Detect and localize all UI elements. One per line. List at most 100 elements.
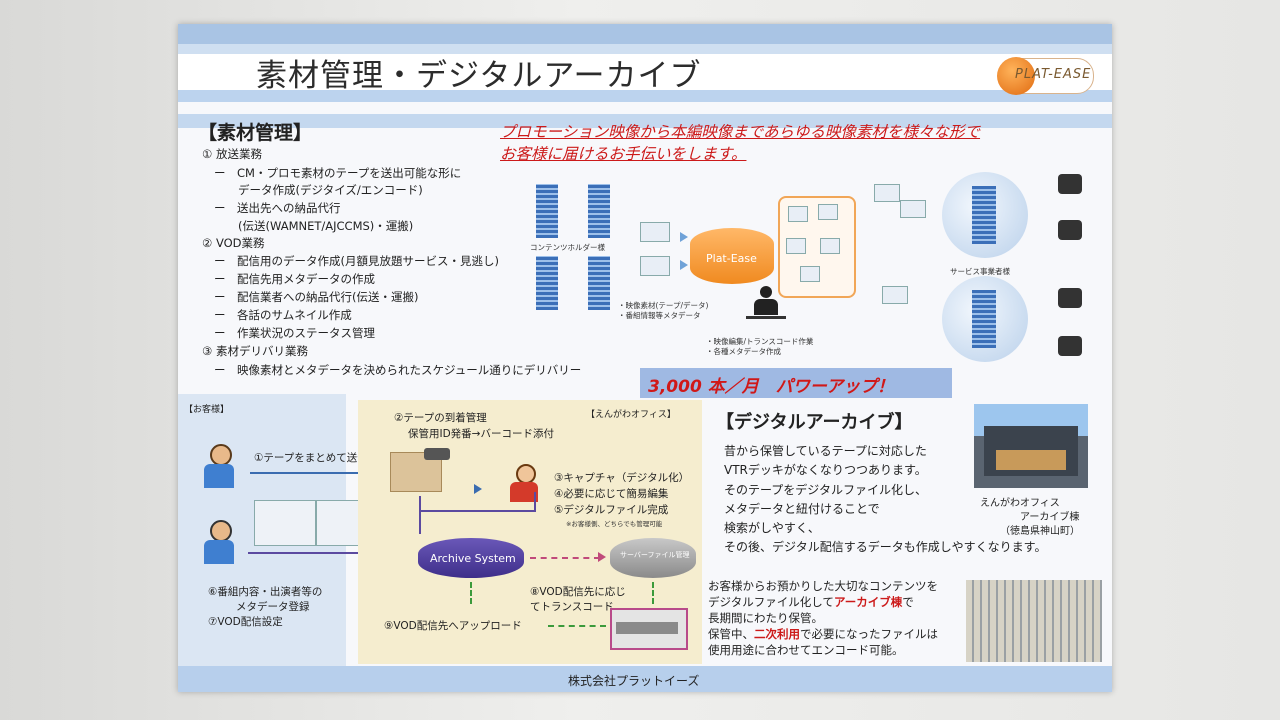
material-line: ー 配信業者への納品代行(伝送・運搬) — [214, 290, 419, 304]
viewer-icon — [1058, 174, 1082, 194]
step-3: ③キャプチャ（デジタル化） — [554, 472, 690, 484]
dashed-arrow — [530, 557, 600, 559]
arrow-right-icon — [474, 484, 482, 494]
step-5-note: ※お客様側、どちらでも管理可能 — [566, 520, 663, 528]
step-5: ⑤デジタルファイル完成 — [554, 504, 669, 516]
step-1: ①テープをまとめて送付 — [254, 452, 368, 464]
viewer-icon — [1058, 288, 1082, 308]
dashed-arrow-down — [470, 582, 472, 604]
flow-note: ・各種メタデータ作成 — [706, 347, 781, 356]
flow-arrow — [250, 472, 380, 474]
step-8b: てトランスコード — [530, 601, 614, 613]
step-2b: 保管用ID発番→バーコード添付 — [408, 428, 554, 440]
step-2: ②テープの到着管理 — [394, 412, 487, 424]
poster-board: 素材管理・デジタルアーカイブ PLAT-EASE 【素材管理】 ① 放送業務 ー… — [178, 24, 1112, 692]
material-line: ー 配信先用メタデータの作成 — [214, 272, 375, 286]
dashed-arrow-left — [548, 625, 606, 627]
archive-line: 検索がしやすく、 — [724, 521, 820, 535]
building-icon — [588, 256, 610, 310]
flow-note: ・番組情報等メタデータ — [618, 311, 701, 320]
tape-icon — [640, 222, 670, 242]
staff-person-icon — [508, 464, 542, 504]
flow-note: ・映像編集/トランスコード作業 — [706, 337, 814, 346]
flow-line — [534, 492, 536, 512]
service-label: サービス事業者様 — [950, 267, 1010, 276]
material-line: データ作成(デジタイズ/エンコード) — [238, 183, 423, 197]
arrow-right-icon — [680, 232, 688, 242]
office-label: 【えんがわオフィス】 — [586, 410, 676, 420]
dashed-arrow-down — [652, 582, 654, 604]
hub-label: Plat-Ease — [706, 252, 757, 265]
archive-system-icon — [418, 538, 524, 578]
archive-body: 長期間にわたり保管。 — [708, 611, 823, 625]
material-line: ー 映像素材とメタデータを決められたスケジュール通りにデリバリー — [214, 363, 582, 377]
archive-building-highlight: アーカイブ棟 — [833, 595, 903, 609]
slogan-banner: 3,000 本／月 パワーアップ！ — [640, 368, 952, 398]
service-sphere — [942, 172, 1028, 258]
building-icon — [536, 184, 558, 238]
tape-shelf-photo — [966, 580, 1102, 662]
file-icon — [900, 200, 926, 218]
logo-ball-icon — [997, 57, 1035, 95]
building-icon — [588, 184, 610, 238]
material-line: ー 各話のサムネイル作成 — [214, 308, 352, 322]
archive-line: VTRデッキがなくなりつつあります。 — [724, 463, 927, 477]
material-line: ① 放送業務 — [202, 147, 262, 161]
server-database-icon — [610, 538, 696, 578]
file-cluster — [778, 196, 856, 298]
secondary-use-highlight: 二次利用 — [754, 627, 800, 641]
step-9: ⑨VOD配信先へアップロード — [384, 620, 522, 632]
archive-system-label: Archive System — [430, 552, 516, 565]
material-heading: 【素材管理】 — [198, 122, 313, 144]
step-6b: メタデータ登録 — [236, 601, 310, 613]
archive-body: お客様からお預かりした大切なコンテンツを — [708, 579, 938, 593]
promo-line-2: お客様に届けるお手伝いをします。 — [500, 145, 747, 163]
header-stripe — [178, 114, 1112, 128]
arrow-right-icon — [598, 552, 606, 562]
delivery-icon — [882, 286, 908, 304]
plat-ease-database-icon — [690, 228, 774, 284]
archive-line: その後、デジタル配信するデータも作成しやすくなります。 — [724, 540, 1047, 554]
archive-line: そのテープをデジタルファイル化し、 — [724, 483, 928, 497]
operator-icon — [746, 286, 786, 328]
header-band — [178, 24, 1112, 102]
material-line: ② VOD業務 — [202, 236, 265, 250]
flow-note: ・映像素材(テープ/データ) — [618, 301, 709, 310]
holder-label: コンテンツホルダー様 — [530, 243, 605, 252]
step-4: ④必要に応じて簡易編集 — [554, 488, 669, 500]
company-footer: 株式会社プラットイーズ — [568, 674, 700, 688]
server-label: サーバーファイル管理 — [620, 551, 690, 559]
photo-caption: えんがわオフィス — [980, 498, 1060, 509]
promo-line-1: プロモーション映像から本編映像まであらゆる映像素材を様々な形で — [500, 123, 981, 141]
archive-body-text: で必要になったファイルは — [800, 627, 938, 641]
material-line: ー 送出先への納品代行 — [214, 201, 341, 215]
step-7: ⑦VOD配信設定 — [208, 616, 283, 628]
archive-body-line-4: 保管中、二次利用で必要になったファイルは — [708, 626, 938, 642]
client-person-icon — [200, 520, 240, 566]
archive-body-text: で — [902, 595, 914, 609]
footer-band — [178, 666, 1112, 692]
flow-arrow — [248, 552, 408, 554]
arrow-right-icon — [680, 260, 688, 270]
material-line: ー 配信用のデータ作成(月額見放題サービス・見逃し) — [214, 254, 499, 268]
archive-line: 昔から保管しているテープに対応した — [724, 444, 927, 458]
step-8: ⑧VOD配信先に応じ — [530, 586, 626, 598]
screen-thumbnail — [254, 500, 316, 546]
viewer-icon — [1058, 336, 1082, 356]
archive-heading: 【デジタルアーカイブ】 — [716, 412, 913, 433]
server-rack-icon — [610, 608, 688, 650]
file-icon — [874, 184, 900, 202]
client-label: 【お客様】 — [184, 405, 230, 415]
archive-body-text: 保管中、 — [708, 627, 754, 641]
company-logo: PLAT-EASE — [997, 57, 1094, 95]
material-line: (伝送(WAMNET/AJCCMS)・運搬) — [238, 219, 414, 233]
flow-line — [419, 510, 535, 512]
archive-line: メタデータと紐付けることで — [724, 502, 880, 516]
slogan-text: 3,000 本／月 パワーアップ！ — [648, 377, 895, 397]
tape-icon — [640, 256, 670, 276]
building-icon — [536, 256, 558, 310]
material-line: ー CM・プロモ素材のテープを送出可能な形に — [214, 166, 462, 180]
photo-caption: アーカイブ棟 — [1020, 512, 1080, 523]
client-person-icon — [200, 444, 240, 490]
service-sphere — [942, 276, 1028, 362]
